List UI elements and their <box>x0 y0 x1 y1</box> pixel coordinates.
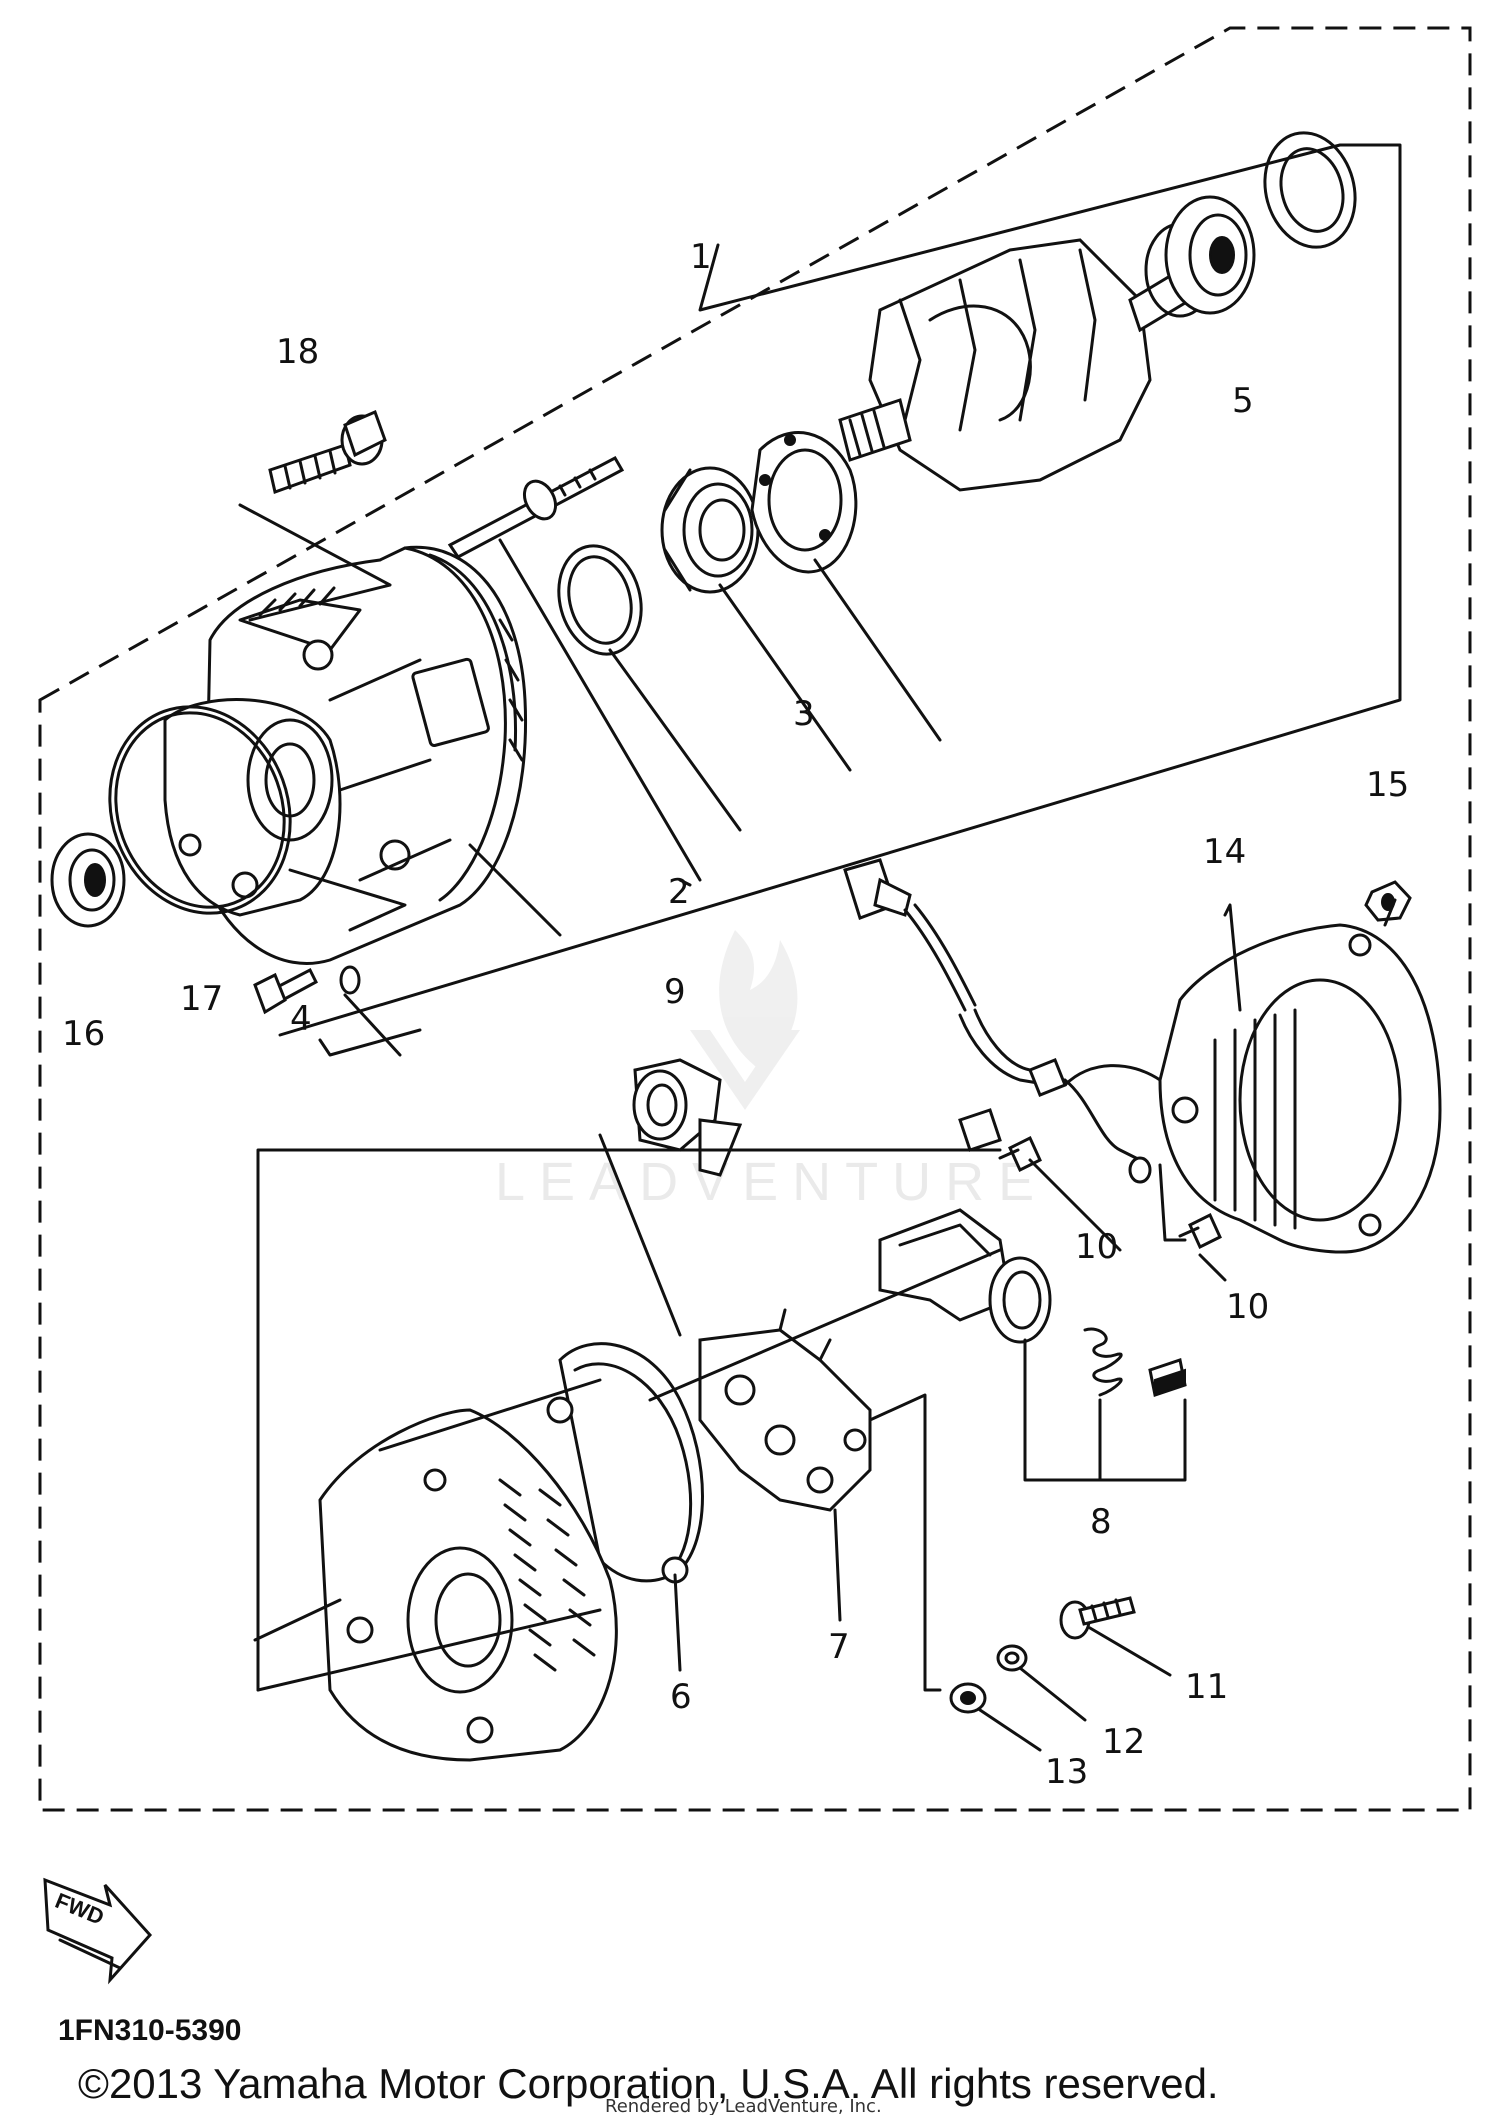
bearing <box>660 466 760 594</box>
bearing-retainer <box>750 431 858 574</box>
callout-5: 5 <box>1232 381 1254 421</box>
copyright-notice: ©2013 Yamaha Motor Corporation, U.S.A. A… <box>78 2060 1219 2107</box>
regulator <box>878 1208 1052 1344</box>
callout-3: 3 <box>793 694 815 734</box>
callout-11: 11 <box>1185 1667 1228 1707</box>
callout-6: 6 <box>670 1677 692 1717</box>
bolt-18 <box>268 409 387 494</box>
capacitor-9 <box>632 1058 743 1177</box>
wiring-harness <box>843 858 1162 1184</box>
callout-16: 16 <box>62 1014 105 1054</box>
callout-1: 1 <box>690 237 712 277</box>
rotor <box>838 238 1192 492</box>
front-cover <box>163 698 342 917</box>
assembly-boundary <box>38 26 1472 1812</box>
o-ring-17 <box>108 705 292 915</box>
rear-cover-14 <box>1158 923 1442 1254</box>
screw-11 <box>1059 1596 1136 1640</box>
stud-2 <box>447 456 625 559</box>
callout-2: 2 <box>668 872 690 912</box>
bracket-plate <box>958 1108 1002 1152</box>
bolt-4 <box>253 965 361 1015</box>
upper-leader-lines <box>238 143 1402 1057</box>
diagram-code: 1FN310-5390 <box>58 2014 241 2047</box>
bearing-5 <box>1144 195 1256 318</box>
seal-ring <box>1263 131 1357 249</box>
callout-12: 12 <box>1102 1722 1145 1762</box>
callout-18: 18 <box>276 332 319 372</box>
rectifier-7 <box>698 1308 872 1512</box>
callouts: 1 2 3 4 5 6 7 8 9 10 10 11 12 13 14 15 1… <box>62 237 1409 1792</box>
callout-10b: 10 <box>1226 1287 1269 1327</box>
stator-6 <box>546 1342 704 1584</box>
callout-9: 9 <box>664 972 686 1012</box>
rendered-by-notice: Rendered by LeadVenture, Inc. <box>605 2096 882 2115</box>
callout-4: 4 <box>290 999 312 1039</box>
washer-12 <box>996 1644 1028 1672</box>
leadventure-watermark: LEADVENTURE <box>495 930 1048 1212</box>
callout-8: 8 <box>1090 1502 1112 1542</box>
callout-7: 7 <box>828 1627 850 1667</box>
rear-housing <box>318 1408 618 1762</box>
callout-14: 14 <box>1203 832 1246 872</box>
callout-15: 15 <box>1366 765 1409 805</box>
brush-set-8 <box>1083 1327 1187 1397</box>
screw-10b <box>1188 1212 1222 1250</box>
callout-17: 17 <box>180 979 223 1019</box>
callout-13: 13 <box>1045 1752 1088 1792</box>
fwd-arrow: FWD <box>43 1877 153 1985</box>
watermark-text: LEADVENTURE <box>495 1152 1048 1212</box>
oil-seal-16 <box>50 832 126 928</box>
lower-leader-lines <box>253 898 1397 1752</box>
callout-10a: 10 <box>1075 1227 1118 1267</box>
